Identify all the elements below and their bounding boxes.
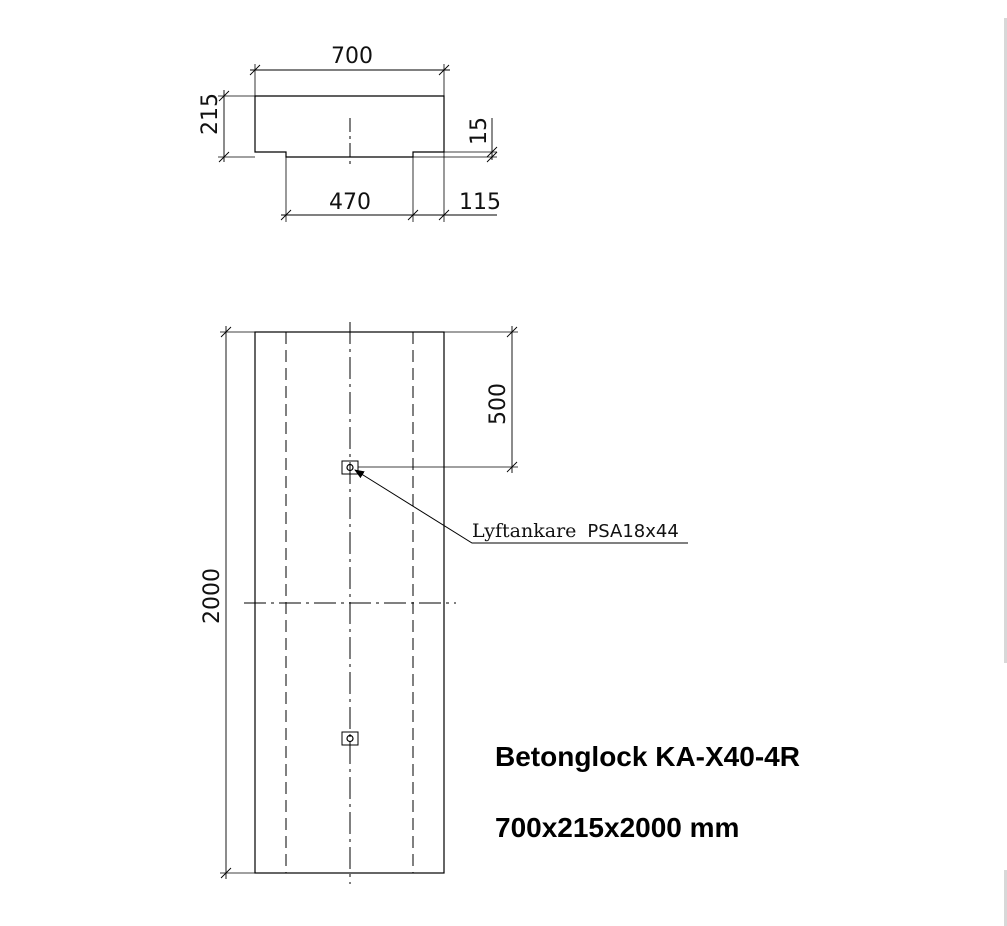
lifting-anchor-bottom [341, 731, 359, 746]
plan-view [220, 322, 688, 884]
drawing-title: Betonglock KA-X40-4R [495, 741, 800, 772]
lifting-anchor-top [341, 460, 359, 475]
dim-rebate-width: 115 [459, 190, 501, 215]
dim-rebate-depth: 15 [467, 117, 492, 145]
drawing-dimensions-title: 700x215x2000 mm [495, 812, 740, 843]
anchor-leader-line [354, 469, 688, 544]
dim-width: 700 [331, 44, 373, 69]
dim-inner-width: 470 [329, 190, 371, 215]
anchor-note: Lyftankare PSA18x44 [472, 520, 679, 542]
dim-height: 215 [198, 93, 223, 135]
dim-anchor-offset: 500 [486, 383, 511, 425]
page-edge-shadow-bottom [1004, 870, 1007, 926]
anchor-note-label: Lyftankare [472, 520, 576, 542]
page-edge-shadow-top [1004, 18, 1007, 663]
cross-section-view [218, 64, 498, 222]
anchor-note-code: PSA18x44 [587, 521, 678, 542]
dim-length: 2000 [200, 568, 225, 624]
